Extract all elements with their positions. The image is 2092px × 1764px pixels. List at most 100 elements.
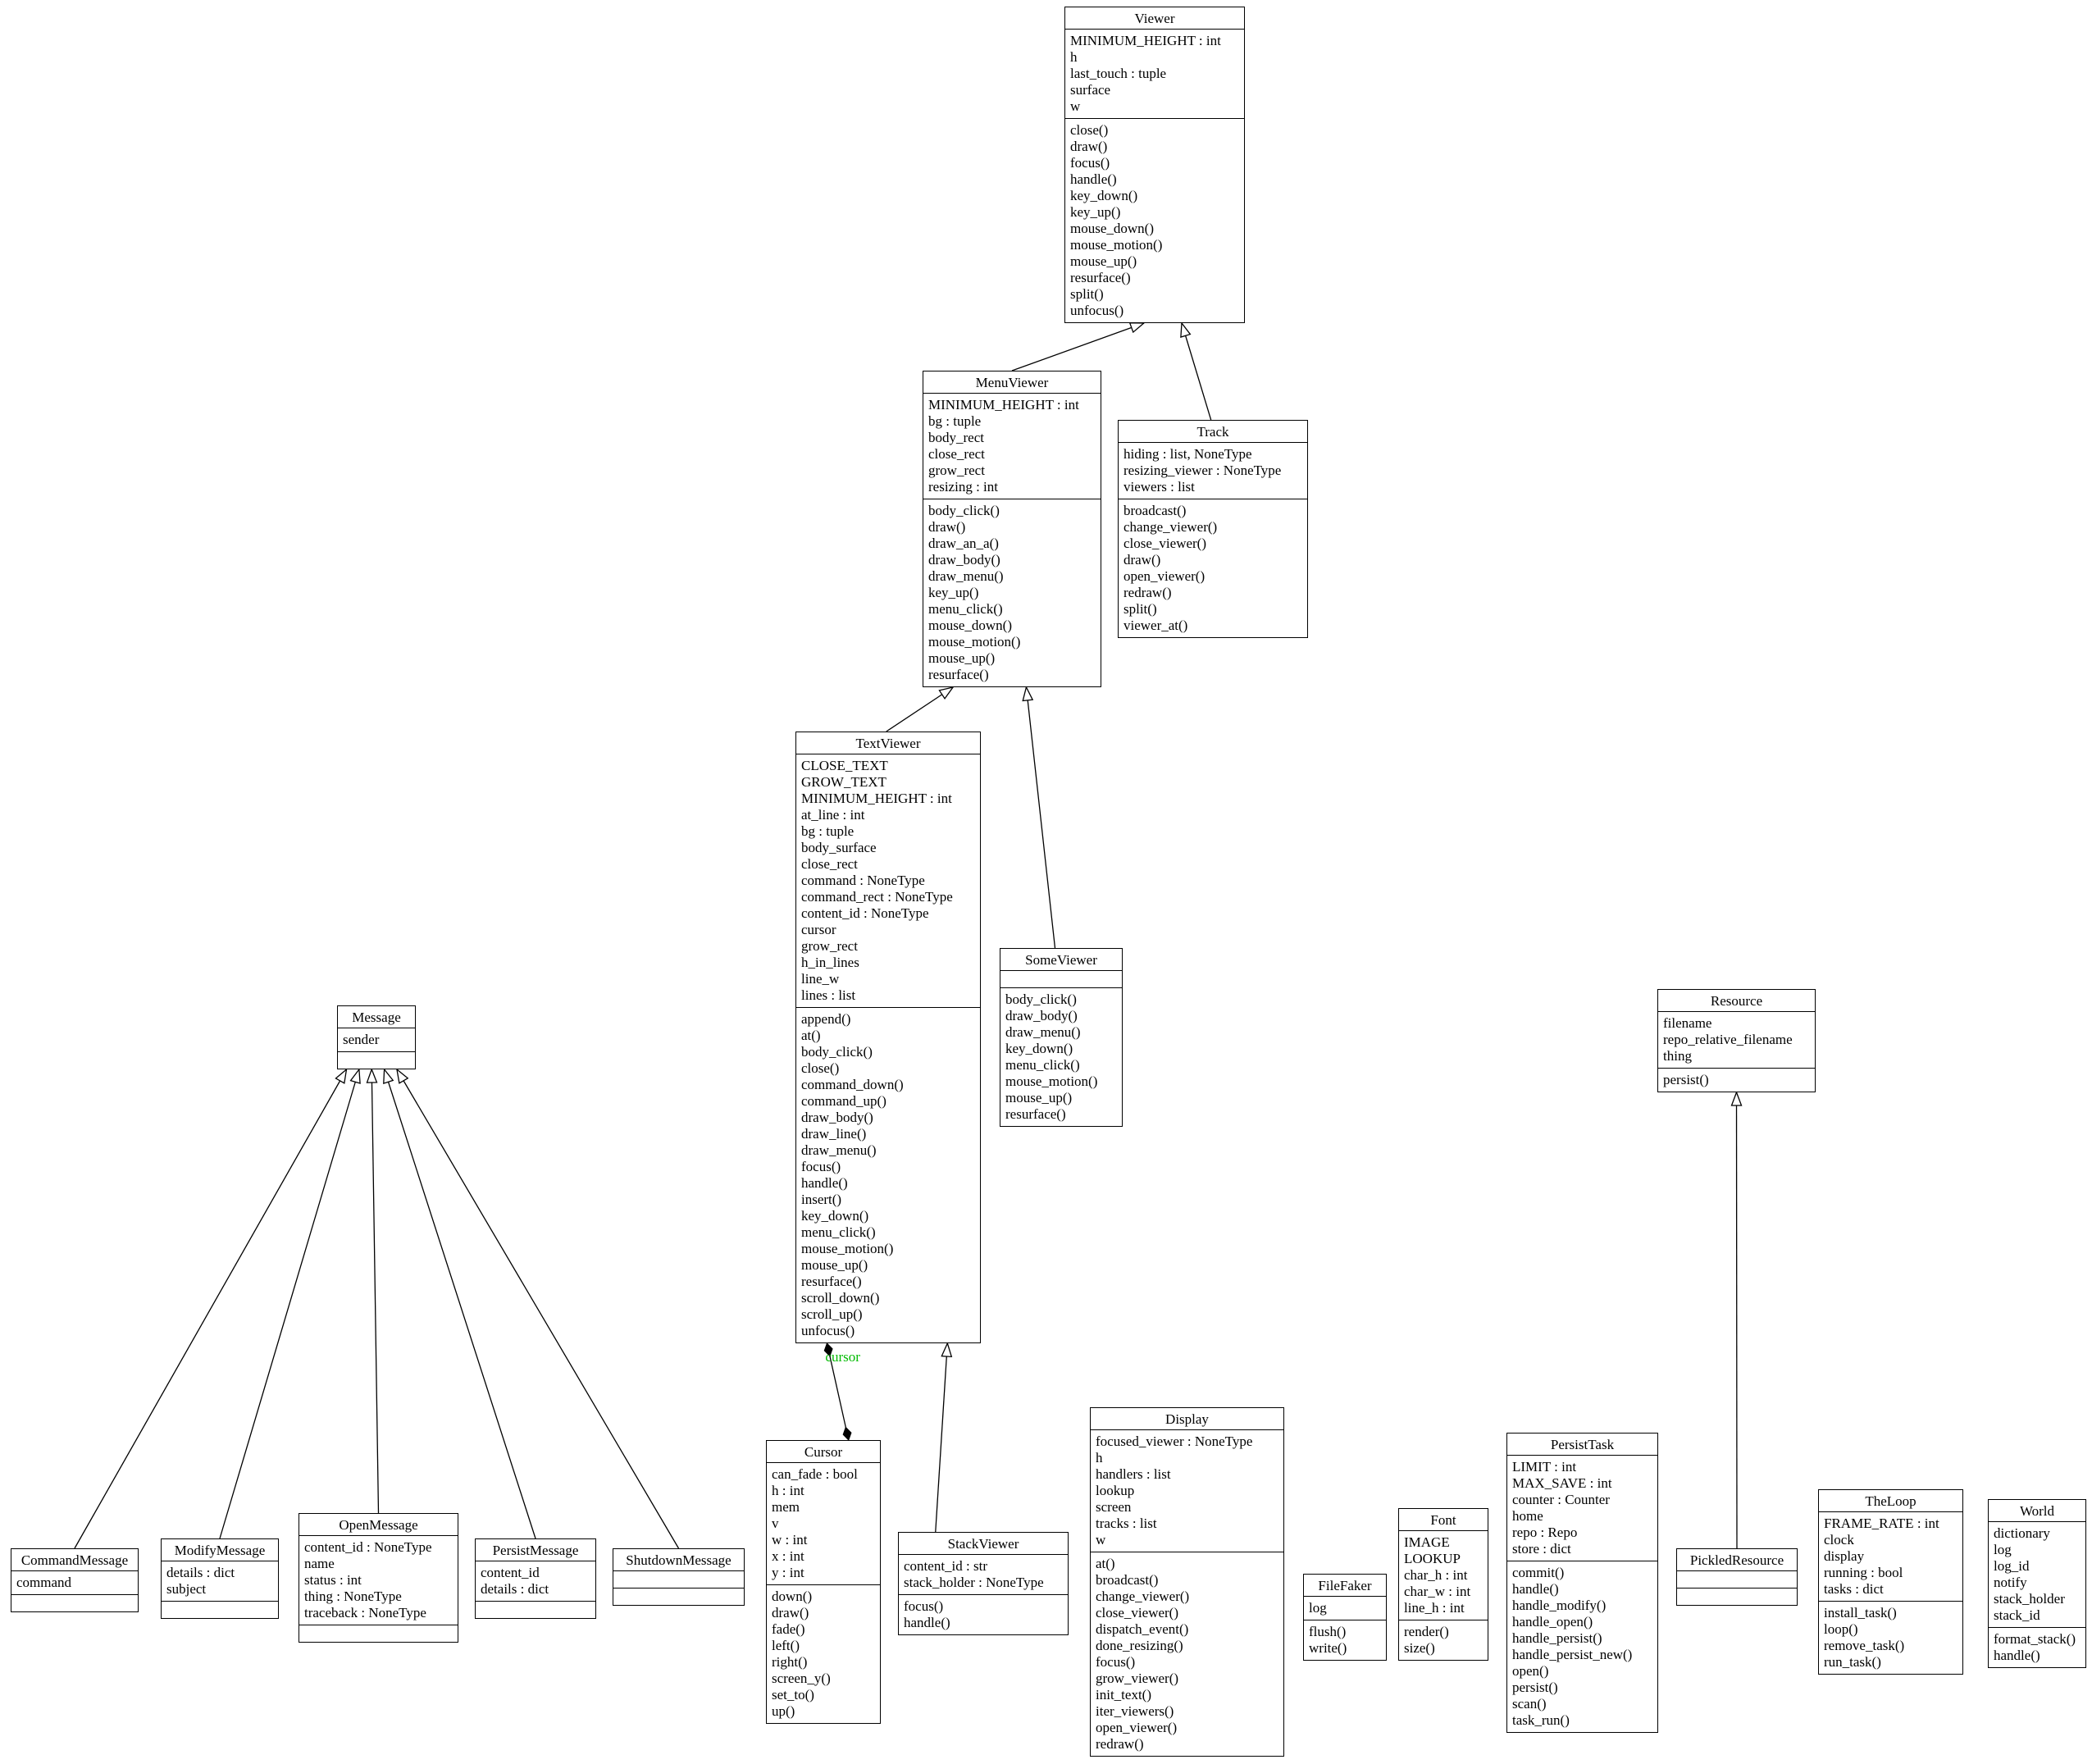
- method: focus(): [1096, 1654, 1136, 1670]
- attribute: counter : Counter: [1512, 1492, 1610, 1507]
- method: key_down(): [1005, 1041, 1073, 1056]
- class-methods-section: down()draw()fade()left()right()screen_y(…: [767, 1584, 880, 1723]
- class-title: Message: [352, 1010, 401, 1025]
- method: commit(): [1512, 1565, 1565, 1580]
- class-methods-section: commit()handle()handle_modify()handle_op…: [1507, 1561, 1657, 1732]
- attribute: content_id : NoneType: [801, 905, 929, 921]
- attribute: MINIMUM_HEIGHT : int: [1070, 33, 1221, 48]
- method: flush(): [1309, 1624, 1347, 1639]
- attribute: MINIMUM_HEIGHT : int: [928, 397, 1079, 413]
- class-title: Resource: [1710, 993, 1763, 1009]
- inheritance-edge: [396, 1068, 680, 1549]
- attribute: cursor: [801, 922, 836, 937]
- class-title: TextViewer: [855, 736, 921, 751]
- attribute: line_h : int: [1404, 1600, 1465, 1616]
- class-methods-section: format_stack()handle(): [1989, 1627, 2085, 1667]
- method: loop(): [1824, 1621, 1858, 1637]
- attribute: log: [1994, 1542, 2012, 1557]
- method: handle(): [1070, 171, 1117, 187]
- method: resurface(): [1070, 270, 1131, 285]
- attribute: CLOSE_TEXT: [801, 758, 888, 773]
- class-methods-section: [299, 1625, 458, 1642]
- class-methods-section: broadcast()change_viewer()close_viewer()…: [1119, 499, 1307, 637]
- method: key_down(): [1070, 188, 1138, 203]
- attribute: command : NoneType: [801, 873, 925, 888]
- class-methods-section: [613, 1588, 744, 1605]
- class-shutdown-message: ShutdownMessage: [613, 1548, 745, 1606]
- method: iter_viewers(): [1096, 1703, 1174, 1719]
- attribute: LIMIT : int: [1512, 1459, 1577, 1475]
- attribute: thing : NoneType: [304, 1589, 402, 1604]
- attribute: w: [1070, 98, 1081, 114]
- attribute: can_fade : bool: [772, 1466, 858, 1482]
- method: scan(): [1512, 1696, 1547, 1712]
- class-methods-section: at()broadcast()change_viewer()close_view…: [1091, 1552, 1283, 1756]
- method: open_viewer(): [1123, 568, 1206, 584]
- attribute: FRAME_RATE : int: [1824, 1516, 1939, 1531]
- class-methods-section: persist(): [1658, 1068, 1815, 1092]
- method: broadcast(): [1123, 503, 1187, 518]
- method: mouse_down(): [1070, 221, 1154, 236]
- method: change_viewer(): [1123, 519, 1218, 535]
- method: render(): [1404, 1624, 1449, 1639]
- method: dispatch_event(): [1096, 1621, 1189, 1637]
- class-title: Viewer: [1134, 11, 1175, 26]
- attribute: filename: [1663, 1015, 1712, 1031]
- attribute: char_h : int: [1404, 1567, 1468, 1583]
- class-methods-section: focus()handle(): [899, 1594, 1068, 1634]
- method: draw(): [1070, 139, 1108, 154]
- method: draw(): [772, 1605, 809, 1620]
- method: key_up(): [1070, 204, 1121, 220]
- method: down(): [772, 1589, 813, 1604]
- class-methods-section: [1677, 1588, 1797, 1605]
- attribute: store : dict: [1512, 1541, 1571, 1557]
- method: draw(): [1123, 552, 1161, 567]
- method: size(): [1404, 1640, 1435, 1656]
- class-methods-section: render()size(): [1399, 1620, 1488, 1660]
- method: persist(): [1663, 1072, 1709, 1087]
- attribute: body_surface: [801, 840, 877, 855]
- attribute: name: [304, 1556, 335, 1571]
- class-title: World: [2019, 1503, 2055, 1519]
- class-attributes-section: [1677, 1570, 1797, 1588]
- attribute: last_touch : tuple: [1070, 66, 1167, 81]
- edge-label: cursor: [825, 1349, 860, 1365]
- method: focus(): [904, 1598, 944, 1614]
- attribute: repo : Repo: [1512, 1525, 1578, 1540]
- method: handle(): [1994, 1648, 2040, 1663]
- method: mouse_down(): [928, 618, 1012, 633]
- attribute: content_id : NoneType: [304, 1539, 432, 1555]
- method: insert(): [801, 1192, 842, 1207]
- attribute: handlers : list: [1096, 1466, 1171, 1482]
- class-title: SomeViewer: [1025, 952, 1097, 968]
- class-methods-section: append()at()body_click()close()command_d…: [796, 1007, 980, 1342]
- method: mouse_up(): [928, 650, 996, 666]
- inheritance-edge: [383, 1068, 536, 1539]
- method: install_task(): [1824, 1605, 1897, 1620]
- attribute: screen: [1096, 1499, 1132, 1515]
- class-title: PickledResource: [1689, 1552, 1784, 1568]
- method: mouse_up(): [1005, 1090, 1073, 1105]
- inheritance-edge: [886, 686, 955, 732]
- inheritance-edge: [1022, 686, 1056, 949]
- attribute: tasks : dict: [1824, 1581, 1884, 1597]
- class-title: Track: [1196, 424, 1229, 440]
- attribute: surface: [1070, 82, 1111, 98]
- method: redraw(): [1123, 585, 1172, 600]
- class-methods-section: flush()write(): [1304, 1620, 1386, 1660]
- attribute: MAX_SAVE : int: [1512, 1475, 1612, 1491]
